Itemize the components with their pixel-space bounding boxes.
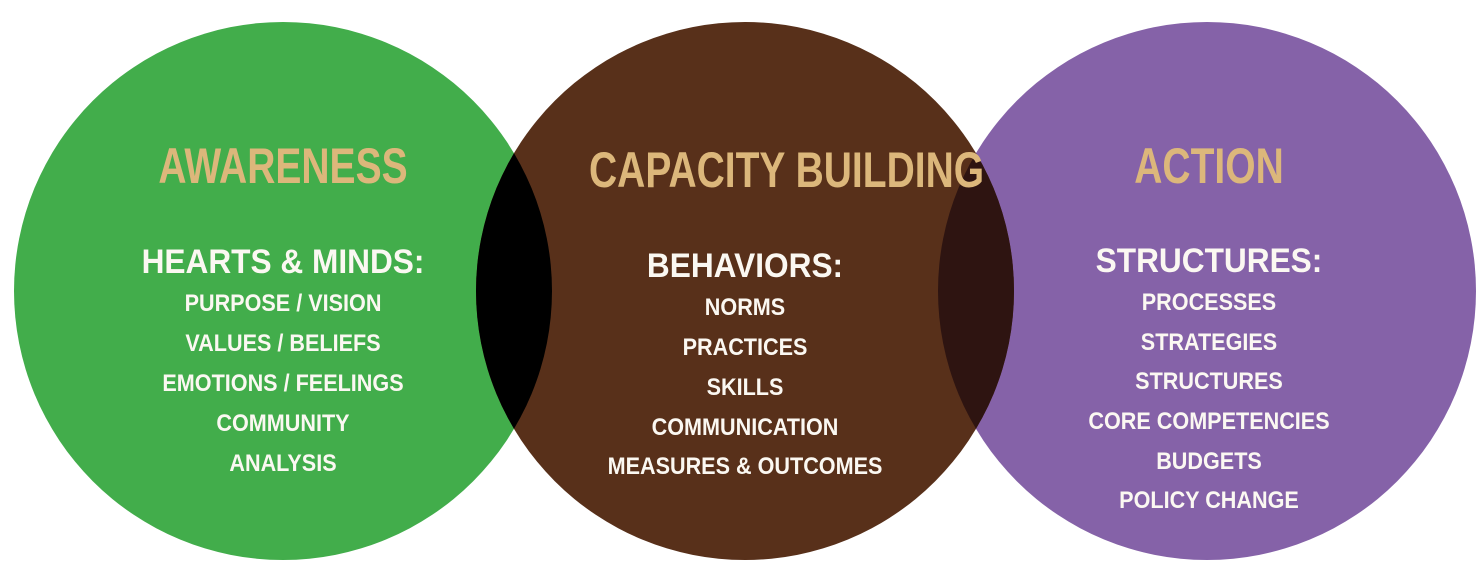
awareness-title: AWARENESS bbox=[158, 138, 408, 194]
list-item: PRACTICES bbox=[682, 334, 808, 361]
list-item: PURPOSE / VISION bbox=[184, 290, 382, 317]
list-item: VALUES / BELIEFS bbox=[185, 330, 381, 357]
awareness-circle bbox=[14, 22, 552, 560]
list-item: STRUCTURES bbox=[1135, 368, 1283, 395]
capacity-building-circle bbox=[476, 22, 1014, 560]
list-item: COMMUNICATION bbox=[651, 414, 839, 441]
awareness-section: AWARENESS HEARTS & MINDS: PURPOSE / VISI… bbox=[83, 0, 483, 569]
action-circle bbox=[938, 22, 1476, 560]
capacity-building-section: CAPACITY BUILDING BEHAVIORS: NORMS PRACT… bbox=[545, 0, 985, 569]
list-item: CORE COMPETENCIES bbox=[1088, 408, 1330, 435]
capacity-building-title: CAPACITY BUILDING bbox=[589, 142, 985, 198]
list-item: NORMS bbox=[704, 294, 786, 321]
list-item: MEASURES & OUTCOMES bbox=[607, 453, 883, 480]
list-item: POLICY CHANGE bbox=[1119, 487, 1299, 514]
list-item: ANALYSIS bbox=[229, 450, 337, 477]
awareness-subheading: HEARTS & MINDS: bbox=[141, 243, 425, 281]
list-item: COMMUNITY bbox=[216, 410, 350, 437]
list-item: BUDGETS bbox=[1156, 448, 1262, 475]
capacity-building-subheading: BEHAVIORS: bbox=[646, 247, 844, 285]
list-item: STRATEGIES bbox=[1140, 329, 1278, 356]
action-subheading: STRUCTURES: bbox=[1095, 242, 1323, 280]
list-item: EMOTIONS / FEELINGS bbox=[162, 370, 404, 397]
action-title: ACTION bbox=[1134, 138, 1284, 194]
list-item: PROCESSES bbox=[1141, 289, 1277, 316]
action-section: ACTION STRUCTURES: PROCESSES STRATEGIES … bbox=[1009, 0, 1409, 569]
list-item: SKILLS bbox=[706, 374, 784, 401]
